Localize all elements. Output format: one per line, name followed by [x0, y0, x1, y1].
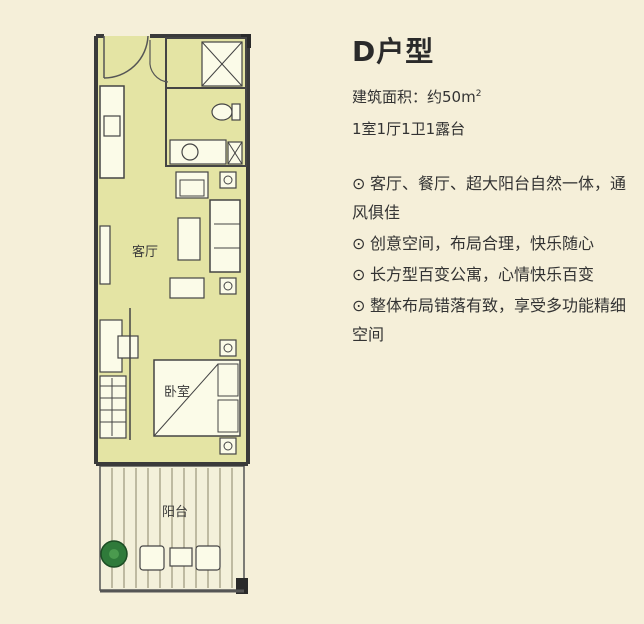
area-spec: 建筑面积：约50m2 [352, 86, 632, 107]
feature-text: 创意空间，布局合理，快乐随心 [370, 234, 595, 253]
feature-list: ⊙客厅、餐厅、超大阳台自然一体，通风俱佳 ⊙创意空间，布局合理，快乐随心 ⊙长方… [352, 169, 632, 349]
kitchen-counter [99, 85, 125, 179]
floor-plan-drawing: 客厅 卧室 阳台 [94, 34, 251, 594]
bed [153, 339, 241, 455]
feature-item: ⊙客厅、餐厅、超大阳台自然一体，通风俱佳 [352, 169, 632, 227]
sofa-set [169, 199, 241, 299]
bullet-icon: ⊙ [352, 174, 366, 193]
bullet-icon: ⊙ [352, 234, 366, 253]
room-label-living: 客厅 [132, 244, 158, 260]
floor-plan: 客厅 卧室 阳台 [94, 34, 251, 594]
unit-title: D户型 [352, 35, 435, 68]
tv-cabinet [99, 225, 111, 285]
feature-item: ⊙创意空间，布局合理，快乐随心 [352, 229, 632, 258]
walls [94, 34, 250, 466]
dining-set [175, 171, 237, 199]
room-label-bedroom: 卧室 [164, 384, 190, 400]
entry-door [103, 35, 149, 79]
bathroom [149, 37, 247, 167]
bullet-icon: ⊙ [352, 265, 366, 284]
feature-item: ⊙整体布局错落有致，享受多功能精细空间 [352, 291, 632, 349]
area-unit-sup: 2 [475, 89, 482, 99]
desk [99, 319, 139, 373]
area-label: 建筑面积：约50m [352, 88, 476, 106]
feature-item: ⊙长方型百变公寓，心情快乐百变 [352, 260, 632, 289]
wardrobe [99, 375, 127, 439]
balcony-furniture [100, 540, 221, 571]
feature-text: 整体布局错落有致，享受多功能精细空间 [352, 296, 627, 344]
room-label-balcony: 阳台 [162, 505, 188, 520]
layout-spec: 1室1厅1卫1露台 [352, 120, 466, 138]
bullet-icon: ⊙ [352, 296, 366, 315]
feature-text: 客厅、餐厅、超大阳台自然一体，通风俱佳 [352, 174, 627, 222]
unit-info-panel: D户型 建筑面积：约50m2 1室1厅1卫1露台 ⊙客厅、餐厅、超大阳台自然一体… [352, 30, 632, 351]
feature-text: 长方型百变公寓，心情快乐百变 [370, 265, 595, 284]
